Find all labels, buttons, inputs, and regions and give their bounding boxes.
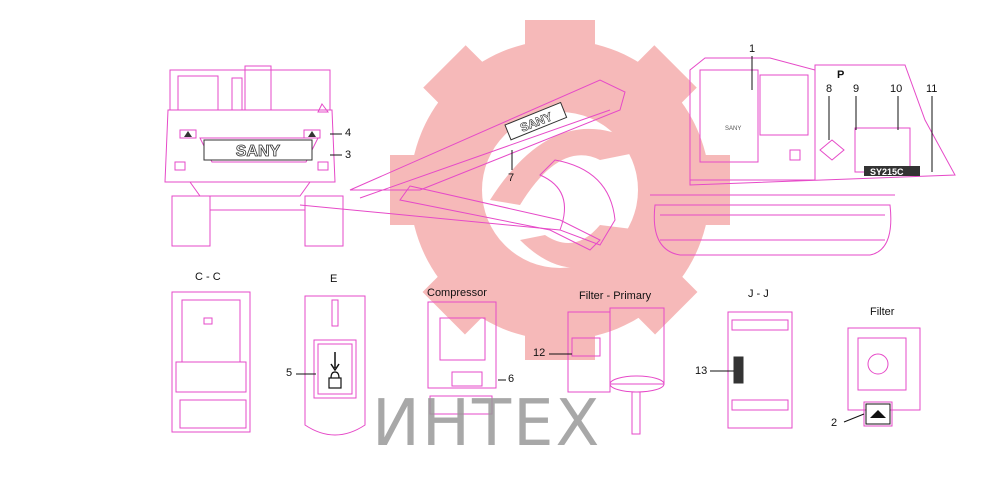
callout-12: 12 bbox=[533, 347, 546, 359]
callout-5: 5 bbox=[286, 367, 293, 379]
section-title-j-j: J - J bbox=[748, 288, 769, 300]
callout-1: 1 bbox=[749, 43, 756, 55]
view-c-c bbox=[171, 291, 251, 433]
section-title-filter: Filter bbox=[870, 306, 895, 318]
callout-7: 7 bbox=[508, 172, 515, 184]
callout-8: 8 bbox=[826, 83, 833, 95]
callout-4: 4 bbox=[345, 127, 352, 139]
view-e bbox=[304, 295, 366, 436]
filter-view bbox=[847, 327, 921, 427]
section-title-compressor: Compressor bbox=[427, 287, 487, 299]
compressor-view bbox=[427, 301, 497, 415]
view-j-j bbox=[727, 311, 793, 429]
callout-9: 9 bbox=[853, 83, 860, 95]
side-view bbox=[299, 57, 956, 256]
filter-primary-view bbox=[567, 307, 665, 435]
warning-triangle-icon bbox=[184, 131, 316, 137]
cab-brand-decal: SANY bbox=[725, 126, 741, 132]
callout-6: 6 bbox=[508, 373, 515, 385]
section-title-p: P bbox=[837, 69, 845, 81]
leader-lines bbox=[296, 56, 933, 423]
section-title-c-c: C - C bbox=[195, 271, 221, 283]
callout-3: 3 bbox=[345, 149, 352, 161]
padlock-icon bbox=[328, 371, 342, 389]
watermark-gear-icon bbox=[390, 20, 730, 360]
callout-2: 2 bbox=[831, 417, 838, 429]
hand-warning-icon bbox=[865, 403, 891, 425]
section-title-filter-primary: Filter - Primary bbox=[579, 290, 652, 302]
model-decal: SY215C bbox=[870, 167, 904, 177]
section-title-e: E bbox=[330, 273, 338, 285]
callout-11: 11 bbox=[926, 83, 938, 95]
watermark-text: ИНТЕХ bbox=[372, 387, 602, 461]
callout-13: 13 bbox=[695, 365, 708, 377]
arrow-down-icon bbox=[330, 352, 340, 372]
decals: SANY SANY SANY SY215C bbox=[184, 101, 920, 425]
callout-10: 10 bbox=[890, 83, 903, 95]
front-brand-decal: SANY bbox=[236, 143, 281, 160]
front-view bbox=[164, 65, 344, 247]
